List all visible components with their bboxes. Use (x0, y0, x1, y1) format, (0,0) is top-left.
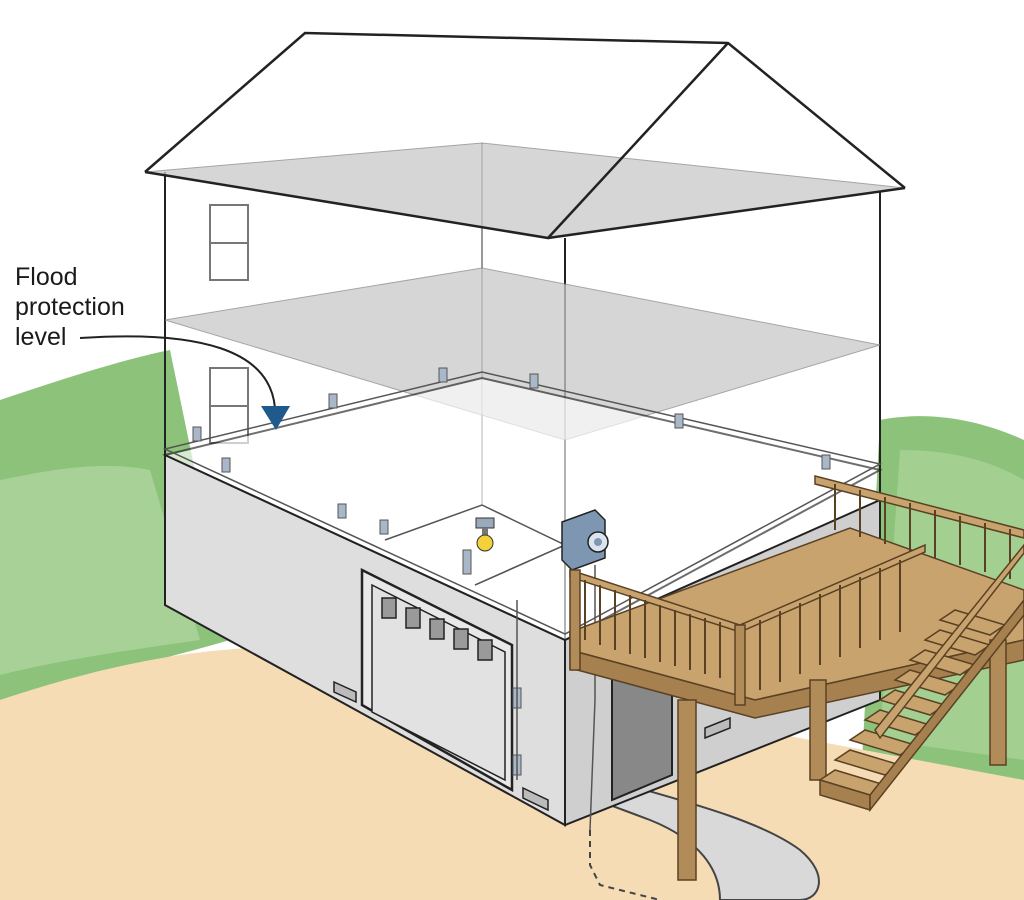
deck-stairs (818, 543, 1024, 813)
flood-protection-floor (161, 376, 883, 642)
flood-level-line (162, 371, 883, 635)
callout-leader-line (79, 335, 276, 409)
driveway (609, 778, 820, 900)
light-bulb-icon (475, 517, 495, 552)
callout-line-2: protection (15, 293, 125, 321)
flood-level-arrow-icon (261, 406, 290, 430)
callout-line-1: Flood (15, 263, 78, 291)
deck (569, 475, 1024, 881)
flood-protection-label: Flood protection level (15, 262, 125, 352)
foundation-vents (333, 680, 731, 812)
wiring (516, 565, 596, 831)
interior-partitions (384, 504, 567, 586)
underground-service-line (589, 830, 661, 900)
garage-door-windows (381, 597, 493, 661)
electric-meter-icon (561, 509, 609, 571)
left-hill-highlight (0, 465, 200, 675)
roof-outline (144, 31, 906, 240)
callout-line-3: level (15, 323, 67, 351)
deck-balusters (584, 484, 1011, 690)
